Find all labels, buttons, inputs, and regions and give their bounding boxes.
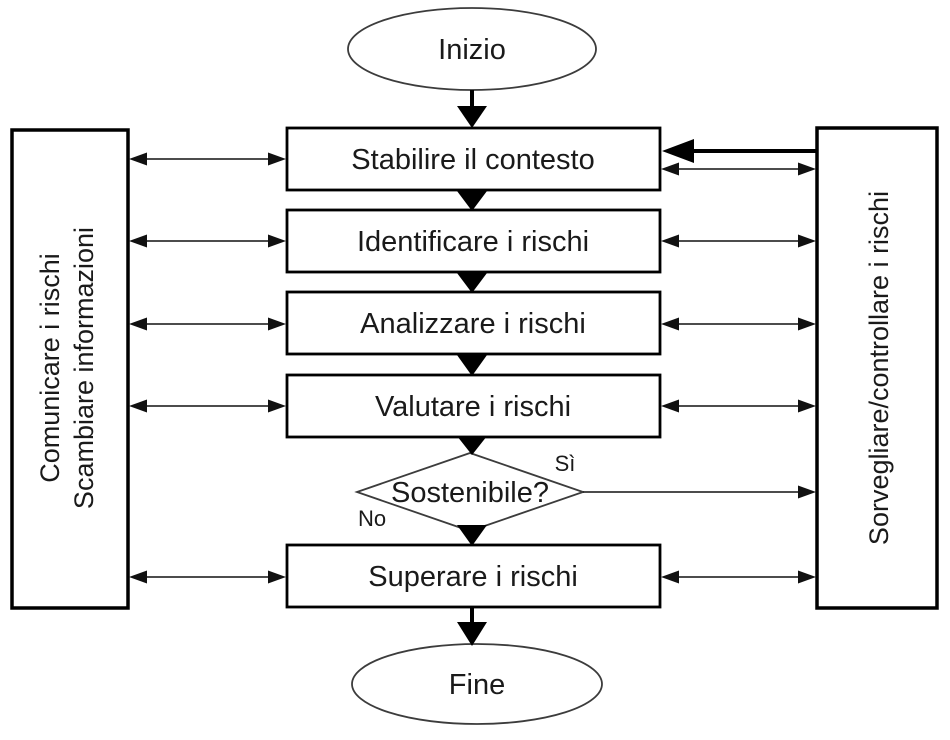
arrow-treat-to-end (457, 607, 487, 646)
arrow-analyze-to-evaluate (457, 354, 487, 376)
arrow-monitor-establish (661, 162, 816, 176)
arrow-monitor-evaluate (661, 399, 816, 413)
analyze-risks-label: Analizzare i rischi (360, 308, 586, 340)
node-establish-context: Stabilire il contesto (285, 126, 662, 192)
monitor-panel-label: Sorvegliare/controllare i rischi (864, 191, 894, 545)
arrow-decision-yes-to-monitor (583, 485, 816, 499)
establish-context-label: Stabilire il contesto (351, 144, 594, 176)
node-start: Inizio (347, 7, 597, 91)
decision-label: Sostenibile? (391, 477, 549, 509)
analyze-risks-box (285, 290, 662, 356)
treat-risks-label: Superare i rischi (368, 561, 578, 593)
arrow-monitor-treat (661, 570, 816, 584)
communicate-panel-box (10, 128, 130, 610)
arrow-identify-to-analyze (457, 272, 487, 293)
arrow-monitor-identify (661, 234, 816, 248)
arrow-establish-to-identify (457, 190, 487, 211)
start-label: Inizio (438, 34, 506, 66)
node-evaluate-risks: Valutare i rischi (285, 373, 662, 439)
node-analyze-risks: Analizzare i rischi (285, 290, 662, 356)
node-monitor-panel: Sorvegliare/controllare i rischi (815, 126, 939, 610)
edge-label-no: No (358, 506, 386, 531)
arrow-communicate-treat (129, 570, 286, 584)
arrow-evaluate-to-decision (457, 436, 487, 455)
evaluate-risks-box (285, 373, 662, 439)
communicate-panel-label-line1: Comunicare i rischi (35, 253, 65, 483)
node-end: Fine (351, 643, 603, 725)
establish-context-box (285, 126, 662, 192)
arrow-monitor-feedback-to-establish (662, 139, 817, 163)
end-label: Fine (449, 669, 505, 701)
identify-risks-label: Identificare i rischi (357, 226, 589, 258)
edge-label-yes: Sì (555, 451, 576, 476)
arrow-communicate-identify (129, 234, 286, 248)
end-ellipse (351, 643, 603, 725)
node-identify-risks: Identificare i rischi (285, 208, 662, 274)
arrow-start-to-establish (457, 90, 487, 128)
node-decision-sustainable: Sostenibile? (354, 452, 586, 532)
arrow-communicate-analyze (129, 317, 286, 331)
arrow-communicate-evaluate (129, 399, 286, 413)
treat-risks-box (285, 543, 662, 609)
communicate-panel-label-line2: Scambiare informazioni (69, 227, 99, 509)
evaluate-risks-label: Valutare i rischi (375, 391, 571, 423)
arrow-communicate-establish (129, 152, 286, 166)
node-communicate-panel: Comunicare i rischi Scambiare informazio… (10, 128, 130, 610)
arrow-monitor-analyze (661, 317, 816, 331)
monitor-panel-box (815, 126, 939, 610)
node-treat-risks: Superare i rischi (285, 543, 662, 609)
arrow-decision-to-treat-no-branch (457, 525, 487, 546)
